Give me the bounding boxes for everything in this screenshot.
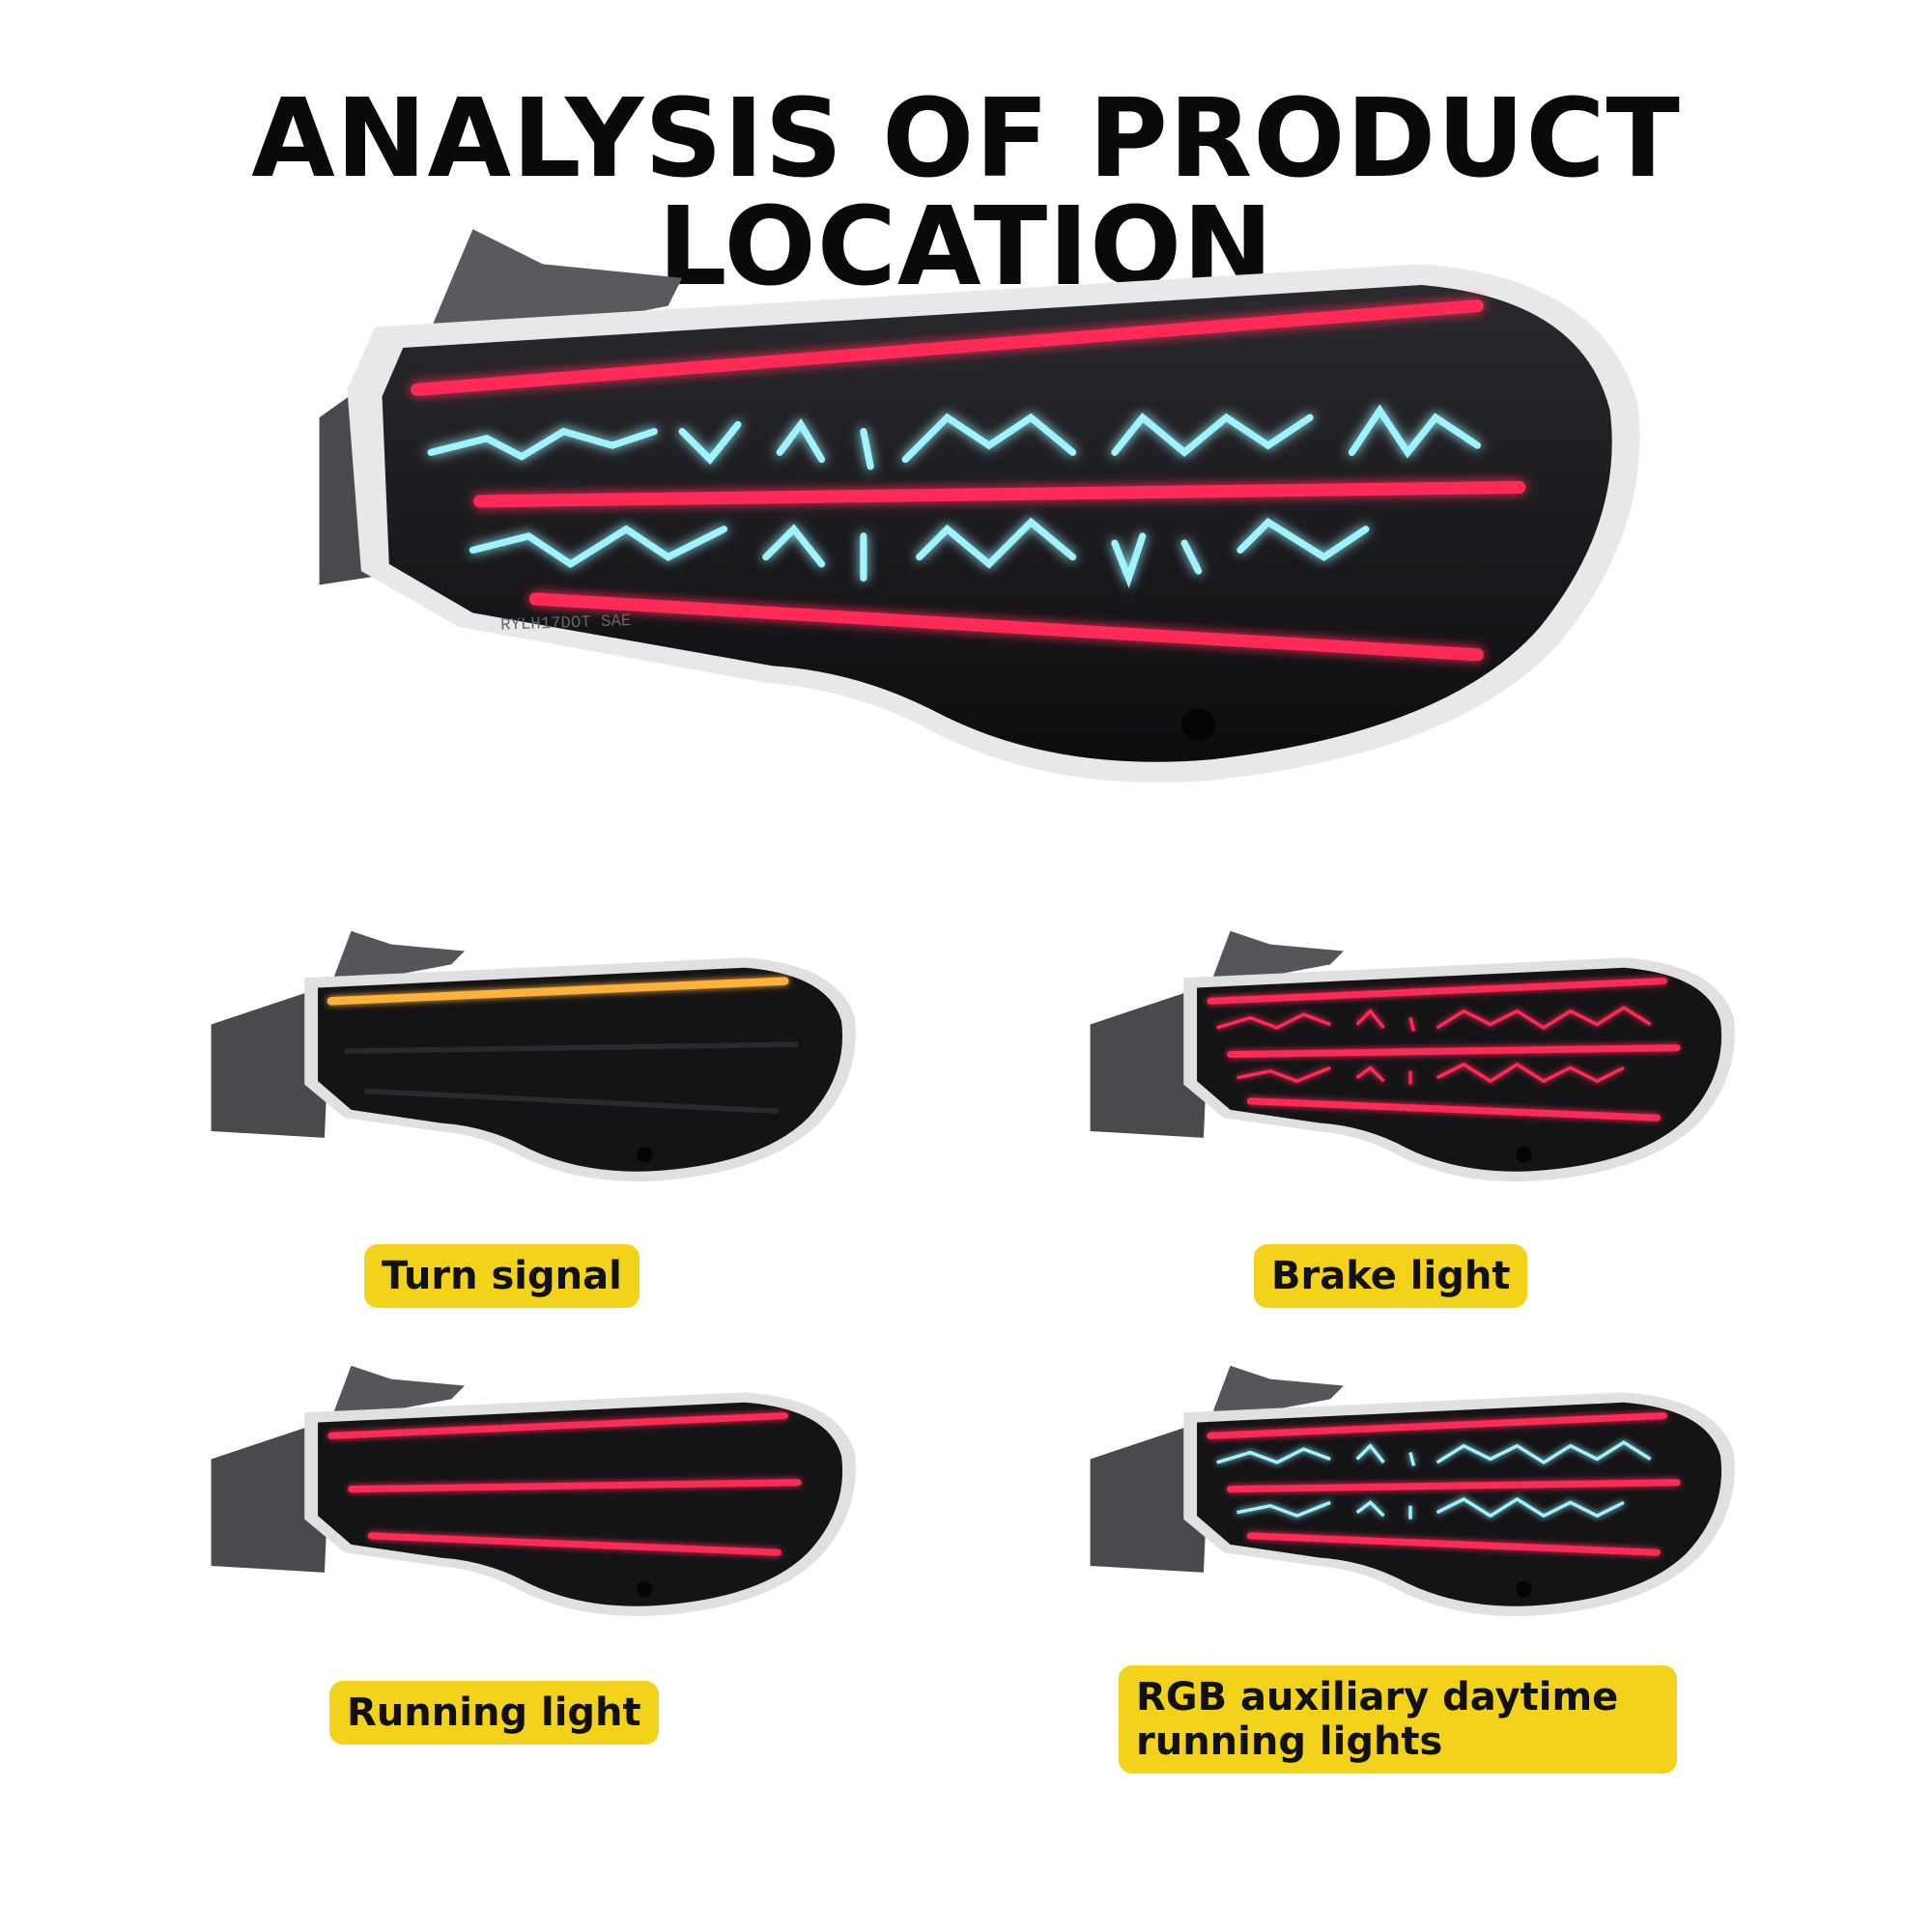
rgb-drl-lamp-image bbox=[1072, 1352, 1748, 1633]
amber-bar bbox=[327, 977, 789, 1006]
page-title: ANALYSIS OF PRODUCT LOCATION bbox=[251, 76, 1681, 310]
red-bar-3 bbox=[528, 592, 1484, 662]
running-light-lamp-image bbox=[193, 1352, 869, 1633]
turn-signal-label: Turn signal bbox=[364, 1244, 639, 1308]
lamp-marking: RYLH17DOT SAE bbox=[500, 612, 632, 636]
rgb-drl-label-line1: RGB auxiliary daytime bbox=[1136, 1675, 1619, 1719]
turn-signal-lamp-image bbox=[193, 918, 869, 1198]
brake-light-label: Brake light bbox=[1254, 1244, 1528, 1308]
running-light-label: Running light bbox=[329, 1681, 659, 1745]
red-bar-2 bbox=[473, 480, 1526, 508]
red-bar-1 bbox=[411, 299, 1484, 396]
rgb-drl-label: RGB auxiliary daytime running lights bbox=[1119, 1665, 1677, 1774]
main-tail-lamp-image: RYLH17DOT SAE bbox=[261, 222, 1662, 850]
rgb-drl-label-line2: running lights bbox=[1136, 1719, 1443, 1764]
brake-light-lamp-image bbox=[1072, 918, 1748, 1198]
